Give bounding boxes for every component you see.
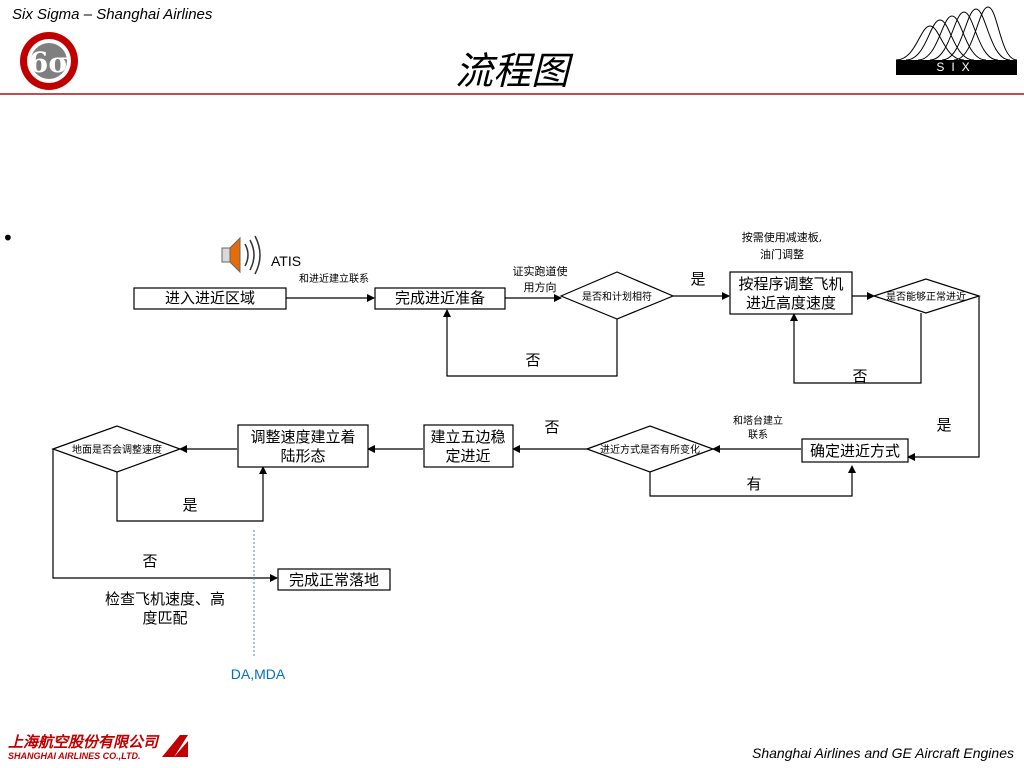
- label-yes-normal: 是: [936, 416, 951, 434]
- box-finish-prep: [374, 287, 506, 310]
- arrow-ground-yes: [116, 466, 267, 522]
- speaker-icon: [221, 235, 261, 275]
- box-confirm-mode-label: 确定进近方式: [810, 442, 900, 460]
- decision-plan-match-label: 是否和计划相符: [582, 290, 652, 303]
- label-da-mda: DA,MDA: [231, 666, 286, 682]
- label-check-line1: 检查飞机速度、高: [105, 590, 225, 608]
- bullet-point: •: [2, 226, 14, 250]
- box-confirm-mode: [801, 438, 909, 463]
- decision-plan-match: [559, 271, 675, 320]
- header-divider: [0, 93, 1024, 95]
- label-contact-tower-line1: 和塔台建立: [733, 414, 783, 427]
- svg-text:6σ: 6σ: [29, 46, 69, 79]
- arrow-normal-yes: [907, 296, 980, 461]
- footer-company-en: SHANGHAI AIRLINES CO.,LTD.: [8, 751, 141, 761]
- label-confirm-runway-line2: 用方向: [524, 280, 557, 294]
- arrow-change-has: [649, 465, 856, 497]
- decision-mode-change: [585, 425, 715, 473]
- airline-tail-logo-icon: [162, 735, 188, 757]
- atis-label: ATIS: [271, 253, 301, 269]
- label-no-ground: 否: [142, 552, 157, 570]
- box-adjust-altitude-line2: 进近高度速度: [746, 294, 836, 312]
- label-yes-plan: 是: [690, 270, 705, 288]
- box-normal-landing: [277, 568, 391, 591]
- decision-normal-approach-label: 是否能够正常进近: [886, 290, 966, 303]
- box-five-sided-line2: 定进近: [445, 447, 490, 465]
- decision-ground-adjust-label: 地面是否会调整速度: [72, 443, 162, 456]
- arrow-normal-no: [790, 313, 922, 384]
- header-left-text: Six Sigma – Shanghai Airlines: [12, 6, 213, 23]
- arrow-ground-no: [52, 449, 278, 582]
- box-enter-area: [133, 287, 287, 310]
- footer-company-cn: 上海航空股份有限公司: [8, 733, 159, 751]
- box-five-sided: [423, 424, 514, 468]
- arrow-plan-no: [443, 309, 618, 377]
- label-yes-ground: 是: [182, 496, 197, 514]
- box-enter-area-label: 进入进近区域: [165, 289, 255, 307]
- decision-normal-approach: [872, 278, 981, 314]
- footer-right-text: Shanghai Airlines and GE Aircraft Engine…: [752, 745, 1014, 761]
- box-adjust-altitude: [729, 271, 853, 315]
- label-speedbrake-line2: 油门调整: [760, 247, 804, 261]
- box-five-sided-line1: 建立五边稳: [430, 428, 505, 446]
- decision-ground-adjust: [51, 425, 182, 473]
- label-check-line2: 度匹配: [142, 609, 187, 627]
- decision-mode-change-label: 进近方式是否有所变化: [600, 443, 700, 456]
- box-finish-prep-label: 完成进近准备: [395, 289, 485, 307]
- box-landing-config-line2: 陆形态: [280, 447, 325, 465]
- shanghai-airlines-logo: 6σ: [20, 32, 78, 90]
- page-title: 流程图: [454, 49, 569, 93]
- label-contact-tower-line2: 联系: [748, 429, 768, 441]
- label-speedbrake-line1: 按需使用减速板,: [742, 230, 823, 244]
- label-contact-approach: 和进近建立联系: [299, 272, 369, 285]
- label-no-change: 否: [544, 418, 559, 436]
- label-no-normal: 否: [852, 367, 867, 385]
- label-has-change: 有: [746, 475, 761, 493]
- six-sigma-brand: SIX SIGMA: [896, 60, 1017, 89]
- box-landing-config: [237, 424, 369, 468]
- label-confirm-runway-line1: 证实跑道使: [513, 264, 568, 278]
- box-landing-config-line1: 调整速度建立着: [250, 428, 355, 446]
- label-no-plan: 否: [525, 351, 540, 369]
- box-adjust-altitude-line1: 按程序调整飞机: [738, 275, 843, 293]
- six-sigma-curves-icon: [896, 6, 1017, 60]
- box-normal-landing-label: 完成正常落地: [289, 571, 379, 589]
